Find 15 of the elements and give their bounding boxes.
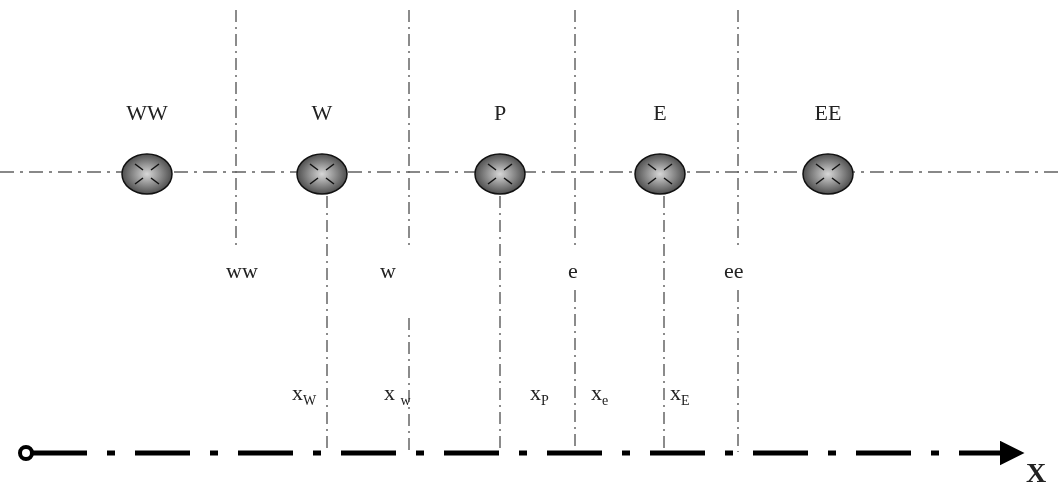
position-label: x$_{W}$ [292,380,317,411]
face-label: w [380,258,396,284]
position-label: x$_{E}$ [670,380,690,411]
face-label: ww [226,258,258,284]
face-label: ee [724,258,744,284]
axis-label: X [1026,460,1047,486]
node-label: W [310,100,334,126]
node-label: P [492,100,508,126]
node-label: WW [125,100,169,126]
face-label: e [568,258,578,284]
position-label: x $_{w}$ [384,380,411,411]
node-label: EE [813,100,843,126]
position-label: x$_{e}$ [591,380,609,411]
position-label: x$_{P}$ [530,380,549,411]
node-label: E [652,100,668,126]
